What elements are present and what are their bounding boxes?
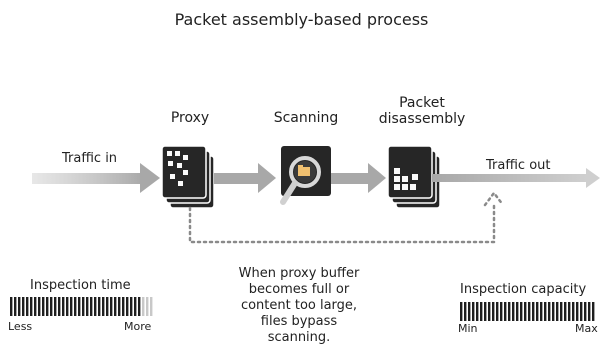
- bypass-note-line4: files bypass: [260, 314, 338, 329]
- proxy-label: Proxy: [170, 110, 210, 126]
- inspection-time-segment: [78, 297, 81, 316]
- inspection-capacity-segment: [492, 302, 495, 321]
- inspection-time-segment: [34, 297, 37, 316]
- inspection-time-segment: [130, 297, 133, 316]
- inspection-time-segment: [106, 297, 109, 316]
- inspection-time-segment: [10, 297, 13, 316]
- inspection-time-segment: [134, 297, 137, 316]
- inspection-time-segment: [86, 297, 89, 316]
- proxy-to-scanning-arrow: [214, 163, 276, 193]
- traffic-in-arrow: [32, 163, 160, 193]
- scanning-label: Scanning: [273, 110, 339, 126]
- inspection-capacity-segment: [588, 302, 591, 321]
- inspection-time-segment: [110, 297, 113, 316]
- inspection-capacity-segment: [532, 302, 535, 321]
- inspection-time-segment: [70, 297, 73, 316]
- inspection-time-segment: [98, 297, 101, 316]
- inspection-time-segment: [26, 297, 29, 316]
- inspection-time-segment: [118, 297, 121, 316]
- inspection-time-segment: [62, 297, 65, 316]
- inspection-time-segment: [138, 297, 141, 316]
- inspection-capacity-segment: [488, 302, 491, 321]
- inspection-time-segment: [66, 297, 69, 316]
- inspection-capacity-segment: [500, 302, 503, 321]
- inspection-capacity-segment: [476, 302, 479, 321]
- inspection-capacity-segment: [584, 302, 587, 321]
- inspection-time-segment: [74, 297, 77, 316]
- diagram-title: Packet assembly-based process: [174, 10, 429, 29]
- inspection-capacity-segment: [592, 302, 595, 321]
- inspection-time-min-label: Less: [8, 320, 33, 333]
- inspection-time-segment: [18, 297, 21, 316]
- inspection-time-segment: [82, 297, 85, 316]
- traffic-out-arrow: [432, 168, 600, 188]
- inspection-capacity-segment: [480, 302, 483, 321]
- inspection-capacity-segment: [572, 302, 575, 321]
- inspection-capacity-segment: [508, 302, 511, 321]
- inspection-capacity-segment: [528, 302, 531, 321]
- inspection-time-segment: [94, 297, 97, 316]
- inspection-time-segment: [58, 297, 61, 316]
- inspection-time-segment: [54, 297, 57, 316]
- inspection-capacity-segment: [516, 302, 519, 321]
- inspection-capacity-segment: [512, 302, 515, 321]
- inspection-capacity-segment: [460, 302, 463, 321]
- inspection-capacity-segment: [548, 302, 551, 321]
- inspection-capacity-segment: [524, 302, 527, 321]
- inspection-time-segment: [46, 297, 49, 316]
- bypass-dotted-path: [188, 190, 505, 244]
- inspection-capacity-segment: [580, 302, 583, 321]
- inspection-capacity-segment: [520, 302, 523, 321]
- inspection-capacity-meter: [460, 302, 595, 321]
- inspection-capacity-segment: [560, 302, 563, 321]
- inspection-capacity-segment: [540, 302, 543, 321]
- inspection-time-segment: [150, 297, 153, 316]
- inspection-capacity-segment: [576, 302, 579, 321]
- inspection-capacity-segment: [484, 302, 487, 321]
- inspection-time-segment: [14, 297, 17, 316]
- inspection-capacity-segment: [504, 302, 507, 321]
- inspection-time-segment: [114, 297, 117, 316]
- inspection-capacity-segment: [568, 302, 571, 321]
- packet-disassembly-label-line2: disassembly: [378, 111, 466, 127]
- inspection-time-label: Inspection time: [30, 278, 131, 293]
- inspection-time-meter: [10, 297, 153, 316]
- inspection-capacity-segment: [564, 302, 567, 321]
- inspection-capacity-segment: [536, 302, 539, 321]
- inspection-time-segment: [30, 297, 33, 316]
- inspection-time-segment: [142, 297, 145, 316]
- inspection-capacity-segment: [472, 302, 475, 321]
- inspection-time-segment: [126, 297, 129, 316]
- inspection-time-segment: [102, 297, 105, 316]
- inspection-time-segment: [122, 297, 125, 316]
- bypass-note-line5: scanning.: [267, 330, 331, 345]
- inspection-capacity-segment: [468, 302, 471, 321]
- inspection-time-segment: [50, 297, 53, 316]
- inspection-capacity-min-label: Min: [458, 322, 478, 335]
- bypass-note-line2: becomes full or: [248, 282, 350, 297]
- inspection-capacity-segment: [544, 302, 547, 321]
- proxy-icon: [161, 145, 215, 209]
- bypass-note-line1: When proxy buffer: [238, 266, 360, 281]
- inspection-capacity-segment: [552, 302, 555, 321]
- bypass-note-line3: content too large,: [240, 298, 358, 313]
- inspection-time-segment: [22, 297, 25, 316]
- bypass-note: When proxy buffer becomes full or conten…: [224, 266, 374, 346]
- inspection-capacity-segment: [496, 302, 499, 321]
- inspection-capacity-segment: [556, 302, 559, 321]
- scanning-to-disassembly-arrow: [331, 163, 386, 193]
- packet-disassembly-label-line1: Packet: [399, 95, 445, 111]
- inspection-time-segment: [90, 297, 93, 316]
- inspection-time-max-label: More: [124, 320, 152, 333]
- inspection-capacity-segment: [464, 302, 467, 321]
- inspection-time-segment: [42, 297, 45, 316]
- traffic-in-label: Traffic in: [62, 151, 118, 166]
- inspection-capacity-label: Inspection capacity: [460, 282, 587, 297]
- inspection-time-segment: [38, 297, 41, 316]
- inspection-time-segment: [146, 297, 149, 316]
- scanning-icon: [280, 146, 331, 205]
- inspection-capacity-max-label: Max: [575, 322, 598, 335]
- traffic-out-label: Traffic out: [486, 158, 551, 173]
